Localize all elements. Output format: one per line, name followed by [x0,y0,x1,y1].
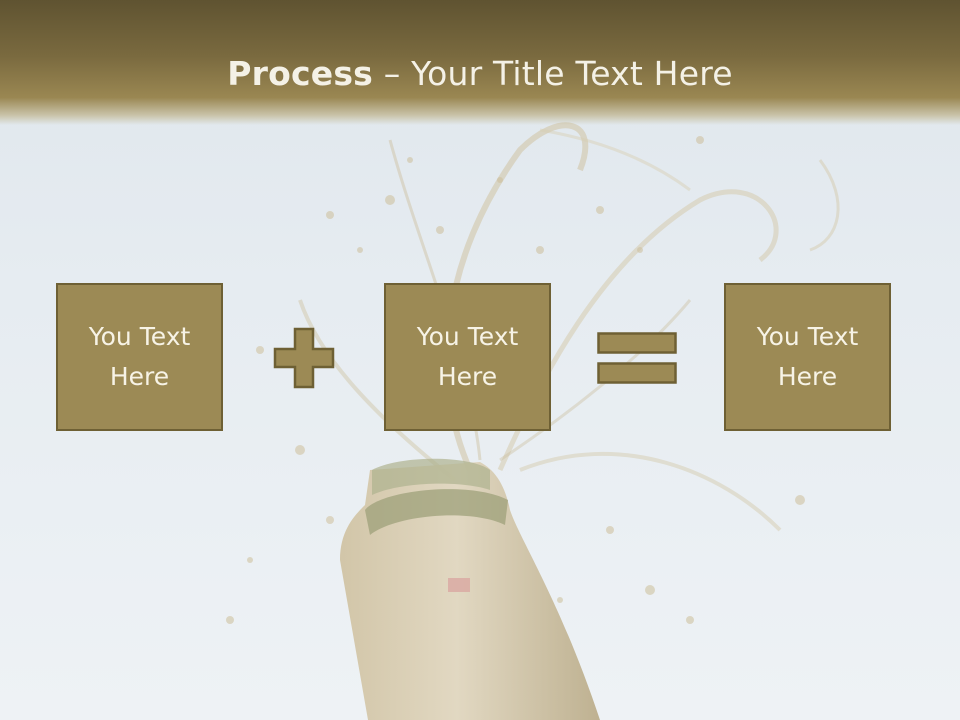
equals-icon [597,332,677,384]
process-box-1-text: You Text Here [88,322,191,391]
process-box-2[interactable]: You Text Here [384,283,551,431]
slide-title[interactable]: Process – Your Title Text Here [0,52,960,96]
process-box-3-text: You Text Here [756,322,859,391]
process-box-3[interactable]: You Text Here [724,283,891,431]
plus-icon [273,327,335,389]
title-band [0,0,960,125]
process-box-1[interactable]: You Text Here [56,283,223,431]
title-bold-part: Process [227,54,374,93]
title-rest-part: – Your Title Text Here [373,54,733,93]
process-box-2-text: You Text Here [416,322,519,391]
